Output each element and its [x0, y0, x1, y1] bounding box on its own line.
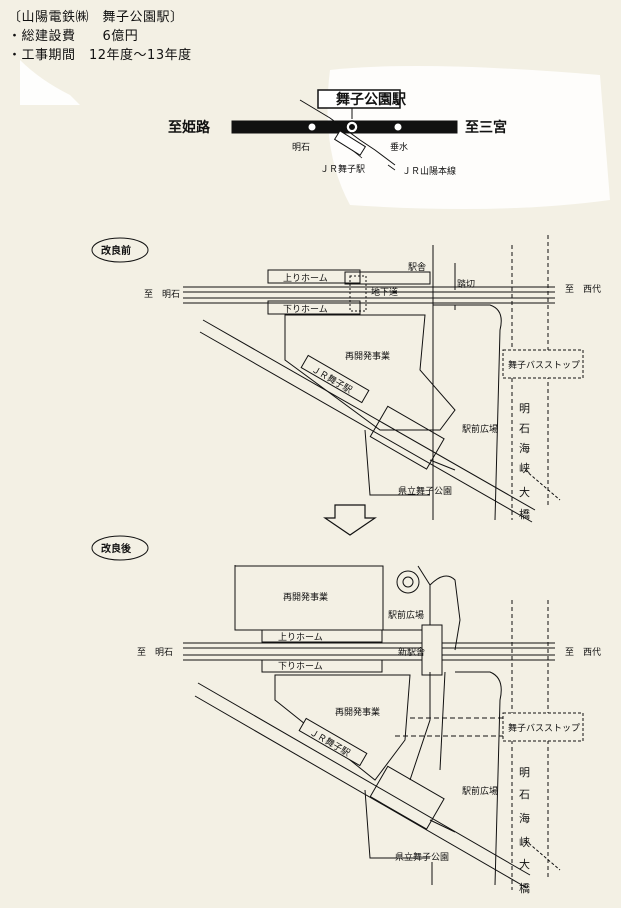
- redevelopment-block: [284, 314, 456, 431]
- bus-stop-box: [502, 349, 584, 379]
- tarumi-label: 垂水: [390, 141, 408, 153]
- jr-station-label: ＪＲ舞子駅: [320, 164, 365, 175]
- svg-text:海: 海: [519, 441, 530, 455]
- white-patch: [327, 66, 610, 209]
- svg-text:橋: 橋: [519, 881, 530, 895]
- header-company: 〔山陽電鉄㈱ 舞子公園駅〕: [8, 10, 184, 25]
- down-arrow: [323, 504, 377, 536]
- to-sannomiya: 至三宮: [465, 119, 507, 136]
- before-bridge-label: 明 石 海 峡 大 橋: [519, 402, 530, 521]
- jr-station-box-after: [369, 765, 445, 830]
- jr-track-after: [197, 682, 531, 876]
- svg-text:大: 大: [519, 857, 530, 871]
- before-up-platform-label: 上りホーム: [283, 273, 328, 284]
- jr-station-box: [333, 130, 367, 156]
- svg-text:峡: 峡: [519, 835, 530, 849]
- road-curve: [433, 304, 502, 521]
- before-to-akashi: 至 明石: [144, 289, 180, 300]
- tarumi-station-dot: [393, 122, 403, 132]
- after-title: 改良後: [101, 542, 132, 555]
- after-bus-stop-label: 舞子バスストップ: [508, 723, 580, 734]
- jr-track: [202, 319, 536, 511]
- after-plaza-top-label: 駅前広場: [388, 609, 424, 621]
- after-plaza-label: 駅前広場: [462, 785, 498, 797]
- after-redevelopment-top-label: 再開発事業: [283, 591, 328, 603]
- svg-text:海: 海: [519, 811, 530, 825]
- to-himeji: 至姫路: [168, 119, 211, 136]
- after-to-akashi: 至 明石: [137, 647, 173, 658]
- before-park-label: 県立舞子公園: [398, 485, 452, 497]
- underpass: [349, 275, 367, 312]
- header-cost: ・総建設費 6億円: [8, 29, 139, 44]
- after-down-platform-label: 下りホーム: [278, 661, 323, 672]
- akashi-label: 明石: [292, 142, 310, 153]
- before-plaza-label: 駅前広場: [462, 423, 498, 435]
- after-bridge-label: 明 石 海 峡 大 橋: [519, 766, 530, 895]
- jr-line-label: ＪＲ山陽本線: [402, 165, 456, 177]
- station-name-box: [317, 89, 401, 109]
- after-up-platform-label: 上りホーム: [278, 632, 323, 643]
- station-name: 舞子公園駅: [336, 91, 407, 108]
- redevelopment-block-after: [274, 674, 411, 781]
- after-map: [91, 535, 584, 890]
- svg-text:大: 大: [519, 485, 530, 499]
- before-down-platform-label: 下りホーム: [283, 304, 328, 315]
- top-map: [231, 89, 458, 171]
- before-underpass-label: 地下道: [371, 286, 398, 298]
- svg-text:石: 石: [519, 422, 530, 435]
- before-crossing-label: 踏切: [457, 278, 475, 290]
- down-platform: [267, 300, 361, 315]
- after-redevelopment-label: 再開発事業: [335, 706, 380, 718]
- svg-text:峡: 峡: [519, 461, 530, 475]
- svg-text:明: 明: [519, 766, 530, 779]
- white-patch: [20, 60, 80, 105]
- akashi-station-dot: [307, 122, 317, 132]
- header-period: ・工事期間 12年度〜13年度: [8, 48, 192, 63]
- jr-station-before: [300, 354, 370, 404]
- bus-stop-box-after: [502, 712, 584, 742]
- after-new-station-label: 新駅舎: [398, 646, 425, 658]
- before-title-oval: [91, 237, 149, 263]
- before-to-nishidai: 至 西代: [565, 284, 601, 295]
- down-platform-after: [261, 659, 383, 673]
- before-redevelopment-label: 再開発事業: [345, 350, 390, 362]
- svg-text:明: 明: [519, 402, 530, 415]
- before-station-building-label: 駅舎: [408, 262, 426, 273]
- before-map: [91, 235, 584, 523]
- after-to-nishidai: 至 西代: [565, 647, 601, 658]
- before-bus-stop-label: 舞子バスストップ: [508, 360, 580, 371]
- svg-text:石: 石: [519, 788, 530, 801]
- before-title: 改良前: [101, 244, 131, 257]
- new-station-building: [421, 624, 443, 676]
- after-park-label: 県立舞子公園: [395, 851, 449, 863]
- roundabout: [396, 570, 420, 594]
- station-building: [344, 271, 431, 285]
- after-title-oval: [91, 535, 149, 561]
- jr-line: [299, 99, 396, 166]
- sanyo-line: [231, 120, 458, 134]
- jr-station-after: [298, 717, 368, 767]
- svg-text:橋: 橋: [519, 507, 530, 521]
- jr-station-box-before: [369, 405, 445, 470]
- up-platform-after: [261, 629, 383, 643]
